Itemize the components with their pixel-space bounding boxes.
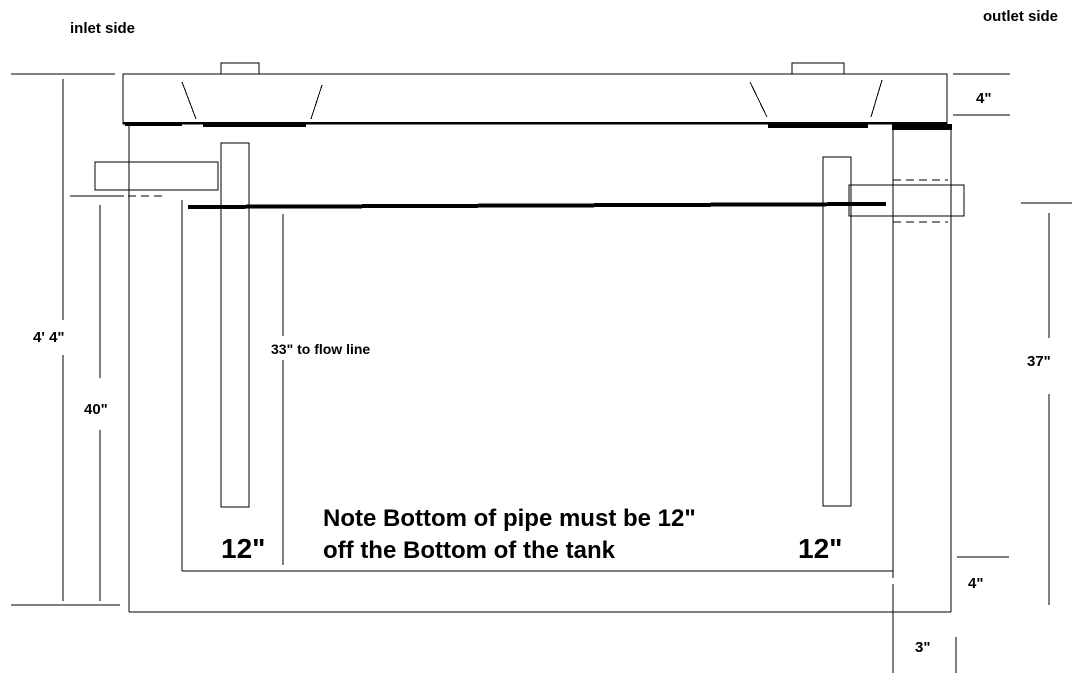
note-line-1: Note Bottom of pipe must be 12" <box>323 505 696 532</box>
overall-height-label: 4' 4" <box>33 329 65 346</box>
note-line-2: off the Bottom of the tank <box>323 537 615 564</box>
outlet-height-label: 37" <box>1027 353 1051 370</box>
flow-line-depth-label: 33" to flow line <box>271 341 371 357</box>
tank-lid <box>122 73 948 125</box>
outlet-pipe <box>848 184 965 217</box>
inlet-riser-cap <box>220 62 260 75</box>
inlet-pipe <box>94 161 219 191</box>
lid-thickness-label: 4" <box>976 90 992 107</box>
flow-line <box>187 202 887 209</box>
outlet-riser-cap <box>791 62 845 75</box>
outlet-baffle-pipe <box>822 156 852 507</box>
outlet-side-label: outlet side <box>983 8 1059 25</box>
right-pipe-length-label: 12" <box>798 533 843 564</box>
left-pipe-length-label: 12" <box>221 533 266 564</box>
inlet-baffle-pipe <box>220 142 250 508</box>
floor-thickness-label: 4" <box>968 575 984 592</box>
wall-thickness-label: 3" <box>915 639 931 656</box>
inlet-side-label: inlet side <box>70 20 136 37</box>
inlet-height-label: 40" <box>84 401 108 418</box>
